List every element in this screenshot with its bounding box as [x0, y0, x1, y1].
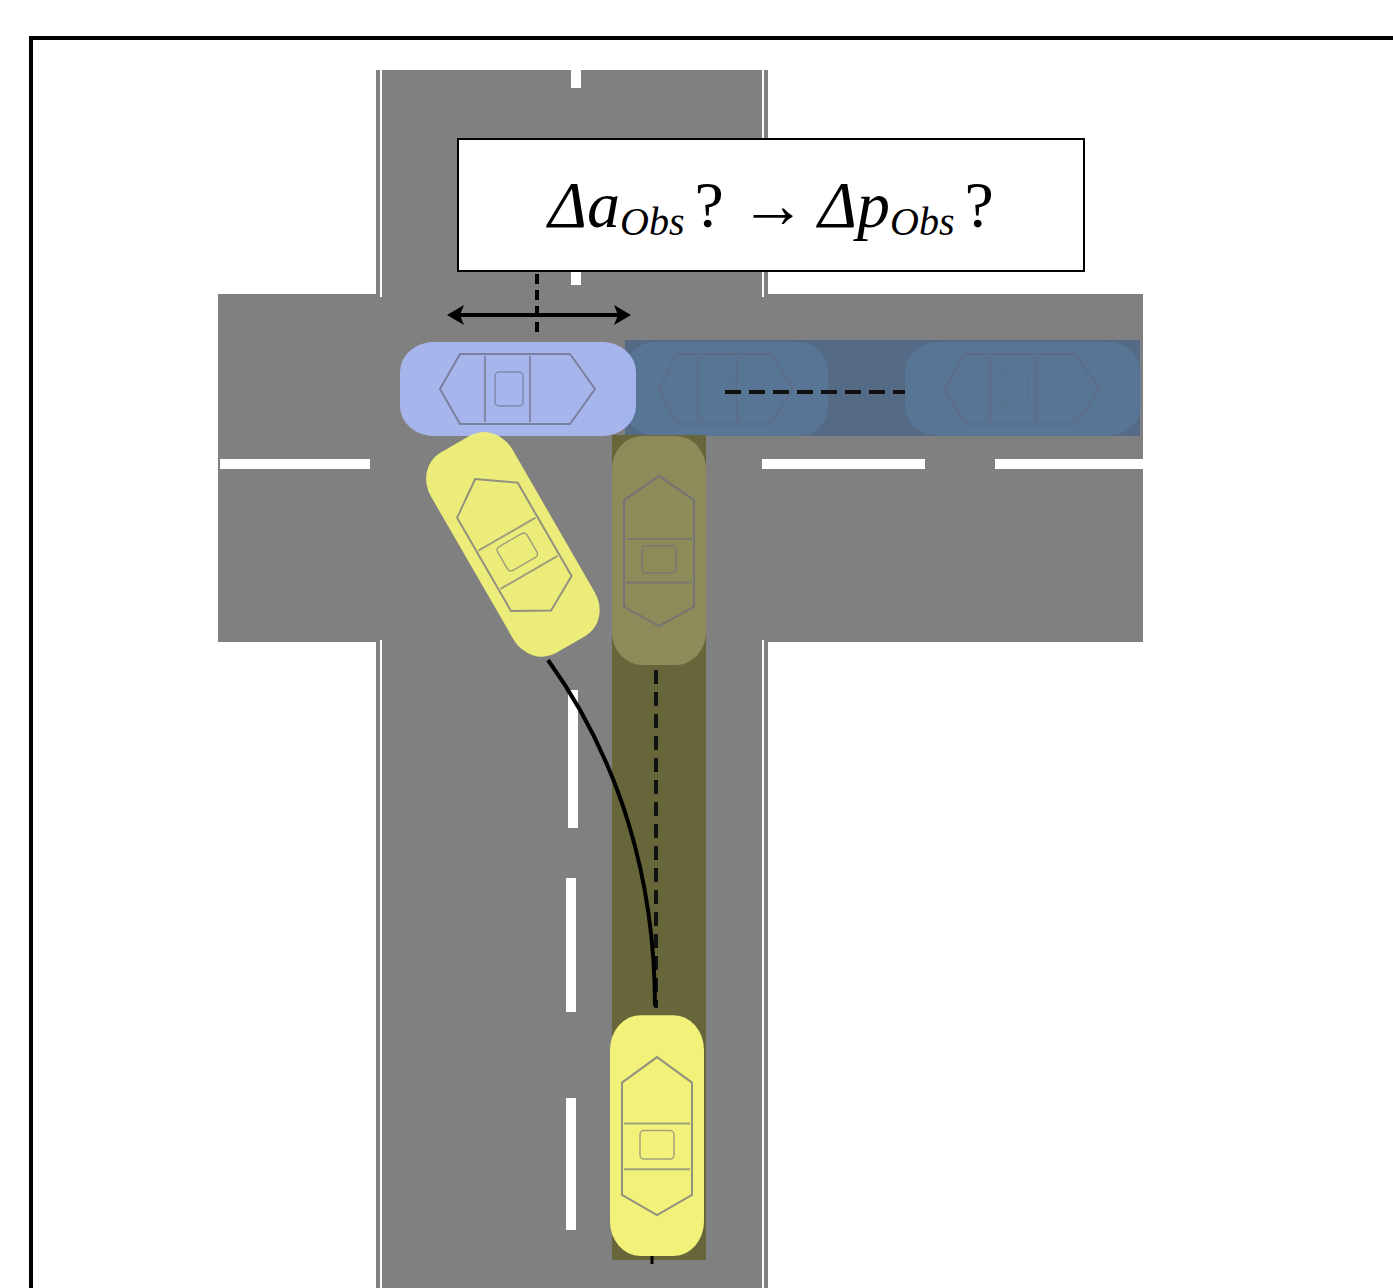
frame — [31, 38, 1393, 1288]
planned-car — [612, 436, 706, 665]
formula-text: Δa — [548, 167, 620, 243]
predicted-band — [625, 340, 1140, 436]
evasive-path — [548, 660, 655, 1006]
formula-box: ΔaObs? →ΔpObs? — [457, 138, 1085, 272]
subscript-text: Obs — [890, 198, 954, 245]
subscript-text: Obs — [620, 198, 684, 245]
obstacle-car — [400, 342, 636, 436]
predicted-car — [625, 342, 1141, 436]
formula-text: Δp — [818, 167, 890, 243]
leader-line — [535, 274, 539, 338]
curb-lines — [218, 70, 1143, 1288]
double-arrow — [447, 305, 631, 325]
dashed-path — [725, 390, 905, 394]
evasive-car — [414, 421, 611, 668]
formula-text: ? — [964, 167, 993, 243]
formula-text: ? → — [694, 167, 806, 243]
ego-car — [610, 1015, 704, 1256]
